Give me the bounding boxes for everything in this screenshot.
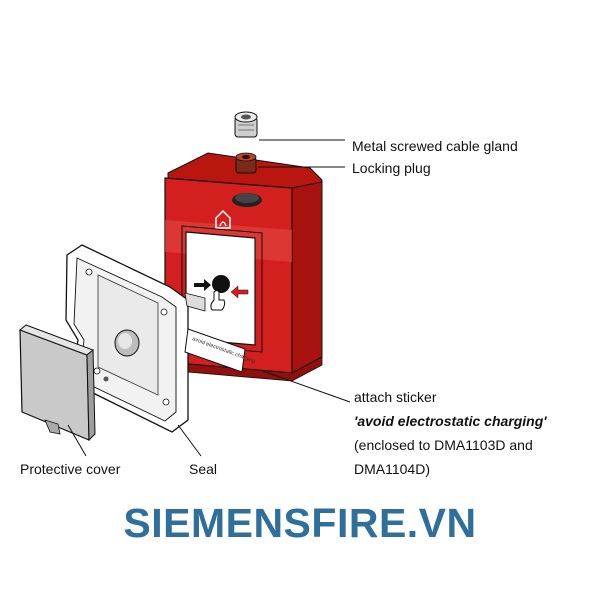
arrow-left-red-icon: [230, 285, 249, 299]
protective-cover: [19, 324, 96, 457]
label-cable-gland: Metal screwed cable gland: [352, 138, 518, 154]
label-sticker-2: 'avoid electrostatic charging': [354, 413, 547, 429]
call-point-housing: [164, 152, 323, 382]
label-sticker-3: (enclosed to DMA1103D and: [354, 437, 533, 453]
label-sticker-4: DMA1104D): [354, 461, 430, 477]
arrow-right-icon: [194, 279, 211, 291]
finger-icon: [210, 290, 226, 311]
back-plate: [65, 244, 206, 457]
label-locking-plug: Locking plug: [352, 160, 431, 176]
locking-plug: [235, 152, 345, 174]
cable-gland: [234, 111, 345, 141]
sticker-leader: [259, 369, 351, 403]
label-protective-cover: Protective cover: [20, 461, 121, 477]
label-sticker-1: attach sticker: [354, 389, 437, 405]
label-seal: Seal: [189, 461, 218, 477]
push-button: [212, 275, 230, 293]
flame-house-icon: [215, 209, 231, 229]
watermark-brand: SIEMENSFIRE.VN: [123, 500, 477, 546]
